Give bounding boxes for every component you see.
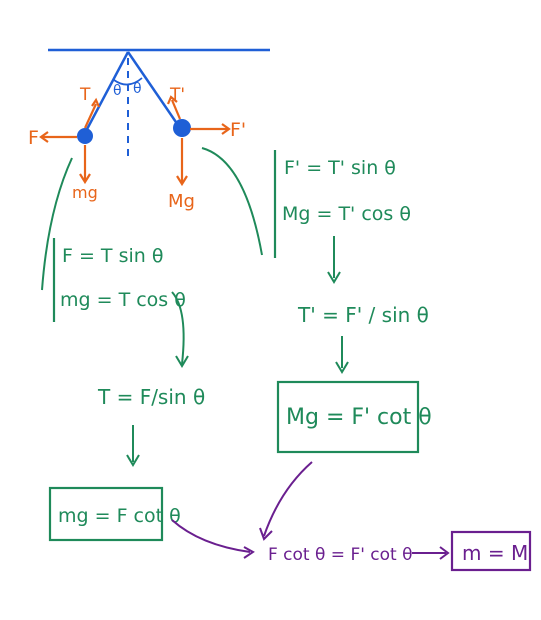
left-force-label: F [28,127,39,149]
left-string [83,51,130,134]
left-eq1: F = T sin θ [62,245,163,267]
right-eq2: Mg = T' cos θ [282,203,411,225]
angle-arc [113,77,143,86]
left-eq3: T = F/sin θ [97,385,205,409]
right-force-label: F' [230,119,246,141]
right-tension-arrow [170,99,182,120]
left-connector-curve [41,157,73,291]
right-eq4: Mg = F' cot θ [286,405,432,430]
right-tension-label: T' [169,85,185,105]
right-connector-curve [201,147,263,256]
left-arrow-1 [171,291,185,365]
left-tension-arrow [84,103,97,129]
left-mass [77,128,93,144]
left-weight-label: mg [72,183,98,202]
right-weight-label: Mg [168,191,195,212]
right-mass [173,119,191,137]
angle-label-left: θ [113,83,122,99]
left-eq4: mg = F cot θ [58,505,181,527]
conclusion-equation: F cot θ = F' cot θ [268,545,413,565]
angle-label-right: θ [133,81,142,97]
right-eq3: T' = F' / sin θ [297,303,429,327]
final-result-box [450,530,532,572]
left-to-conclusion-arrow [171,519,251,553]
right-result-box [276,380,420,454]
left-eq2: mg = T cos θ [60,289,186,311]
left-tension-label: T [79,85,91,105]
left-result-box [48,486,164,542]
right-to-conclusion-arrow [263,461,313,537]
right-eq1: F' = T' sin θ [284,157,396,179]
right-string [126,51,182,129]
final-result: m = M [462,541,528,565]
